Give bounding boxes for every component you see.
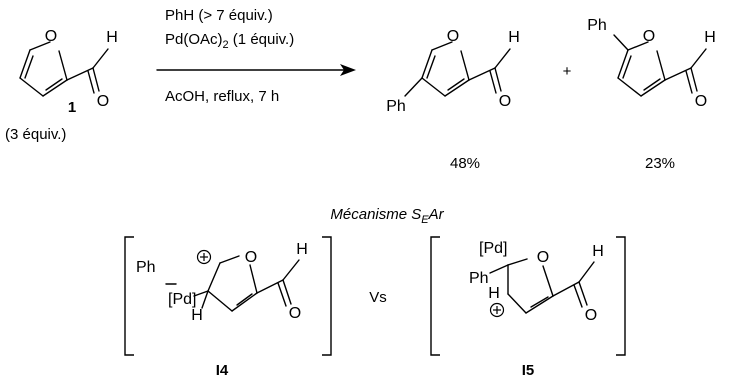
left-bracket [430,236,440,356]
ring-oxygen-label: O [45,28,57,45]
positive-charge-icon [196,249,212,265]
aldehyde-hydrogen-label: H [296,241,308,258]
conditions-palladium: Pd(OAc)2 (1 équiv.) [165,31,294,51]
conditions-solvent: AcOH, reflux, 7 h [165,88,279,105]
aldehyde-hydrogen-label: H [508,29,520,46]
carbonyl-oxygen-label: O [97,93,109,110]
product-4-phenylfurfural: O H O Ph 48% [386,28,520,172]
right-bracket [322,236,332,356]
product1-yield: 48% [450,155,480,172]
phenyl-label: Ph [587,17,607,34]
right-bracket [616,236,626,356]
carbonyl-oxygen-label: O [695,93,707,110]
left-bracket [124,236,134,356]
hydrogen-label: H [191,307,203,324]
mechanism-title: Mécanisme SEAr [330,206,444,226]
conditions-benzene: PhH (> 7 équiv.) [165,7,273,24]
ring-oxygen-label: O [245,249,257,266]
phenyl-label: Ph [469,270,489,287]
versus-label: Vs [369,289,387,306]
reaction-conditions: PhH (> 7 équiv.) Pd(OAc)2 (1 équiv.) AcO… [156,7,356,105]
carbonyl-oxygen-label: O [289,305,301,322]
intermediate-I5-label: I5 [522,362,535,379]
reactant-equivalents: (3 équiv.) [5,126,66,143]
product-5-phenylfurfural: O H O Ph 23% [587,17,716,172]
palladium-label: [Pd] [479,240,507,257]
reactant-furfural: O H O 1 (3 équiv.) [5,28,118,143]
ring-oxygen-label: O [643,28,655,45]
ring-oxygen-label: O [447,28,459,45]
hydrogen-label: H [488,285,500,302]
intermediate-I4-label: I4 [216,362,229,379]
carbonyl-oxygen-label: O [499,93,511,110]
phenyl-label: Ph [136,259,156,276]
aldehyde-hydrogen-label: H [592,243,604,260]
aldehyde-hydrogen-label: H [704,29,716,46]
product2-yield: 23% [645,155,675,172]
palladium-label: [Pd] [168,291,196,308]
intermediate-I5: O H O [Pd] Ph H I5 [430,236,626,379]
positive-charge-icon [489,302,505,318]
intermediate-I4: O H O Ph [Pd] H I4 [124,236,332,379]
ring-oxygen-label: O [537,249,549,266]
aldehyde-hydrogen-label: H [106,29,118,46]
reaction-arrowhead [340,64,356,76]
reactant-number-label: 1 [68,99,76,116]
plus-sign: + [563,63,572,80]
carbonyl-oxygen-label: O [585,307,597,324]
phenyl-label: Ph [386,98,406,115]
